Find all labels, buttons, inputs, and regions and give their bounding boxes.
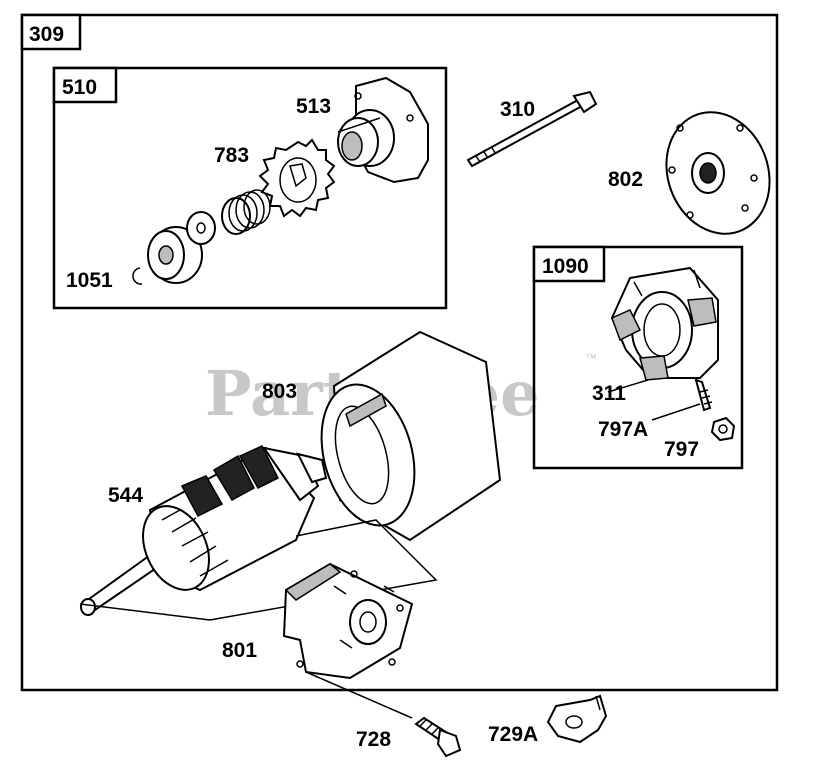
end-cap-802[interactable] [650, 98, 786, 249]
pinion-gear-783[interactable] [258, 138, 336, 218]
washer[interactable] [186, 211, 216, 245]
through-bolt-310[interactable] [466, 90, 598, 168]
leader-line-311 [607, 379, 649, 393]
callout-803[interactable]: 803 [262, 380, 297, 403]
assembly-box-1090 [532, 245, 744, 470]
assembly-box-309 [20, 13, 779, 692]
callout-1051[interactable]: 1051 [66, 269, 113, 292]
box-label-510-frame [52, 66, 118, 104]
callout-729A[interactable]: 729A [488, 723, 538, 746]
armature-544[interactable] [80, 445, 328, 616]
anti-drift-spring[interactable] [221, 189, 271, 235]
screw-728[interactable] [414, 716, 462, 758]
leader-line-797A [651, 403, 701, 421]
callout-728[interactable]: 728 [356, 728, 391, 751]
stop-collar[interactable] [147, 226, 203, 284]
watermark-tm: ™ [585, 351, 597, 365]
callout-797[interactable]: 797 [664, 438, 699, 461]
box-label-309-frame [20, 13, 82, 51]
callout-801[interactable]: 801 [222, 639, 257, 662]
drive-housing-513[interactable] [337, 76, 429, 184]
box-label-309[interactable]: 309 [29, 23, 64, 46]
callout-783[interactable]: 783 [214, 144, 249, 167]
box-label-1090-frame [532, 245, 606, 283]
box-label-510[interactable]: 510 [62, 76, 97, 99]
motor-housing-803[interactable] [307, 330, 502, 542]
callout-544[interactable]: 544 [108, 484, 143, 507]
callout-311[interactable]: 311 [592, 382, 626, 405]
assembly-box-510 [52, 66, 448, 310]
leader-line-728 [305, 671, 413, 719]
retaining-ring-1051[interactable] [132, 267, 143, 285]
nut-797[interactable] [710, 416, 736, 442]
end-plate-801[interactable] [282, 562, 414, 680]
callout-797A[interactable]: 797A [598, 418, 648, 441]
callout-513[interactable]: 513 [296, 95, 331, 118]
terminal-stud-797A[interactable] [694, 378, 713, 412]
callout-310[interactable]: 310 [500, 98, 535, 121]
brush-holder-311[interactable] [610, 266, 719, 381]
bracket-729A[interactable] [546, 694, 608, 744]
leader-line-armature-lower [79, 603, 211, 621]
callout-802[interactable]: 802 [608, 168, 643, 191]
box-label-1090[interactable]: 1090 [542, 255, 589, 278]
